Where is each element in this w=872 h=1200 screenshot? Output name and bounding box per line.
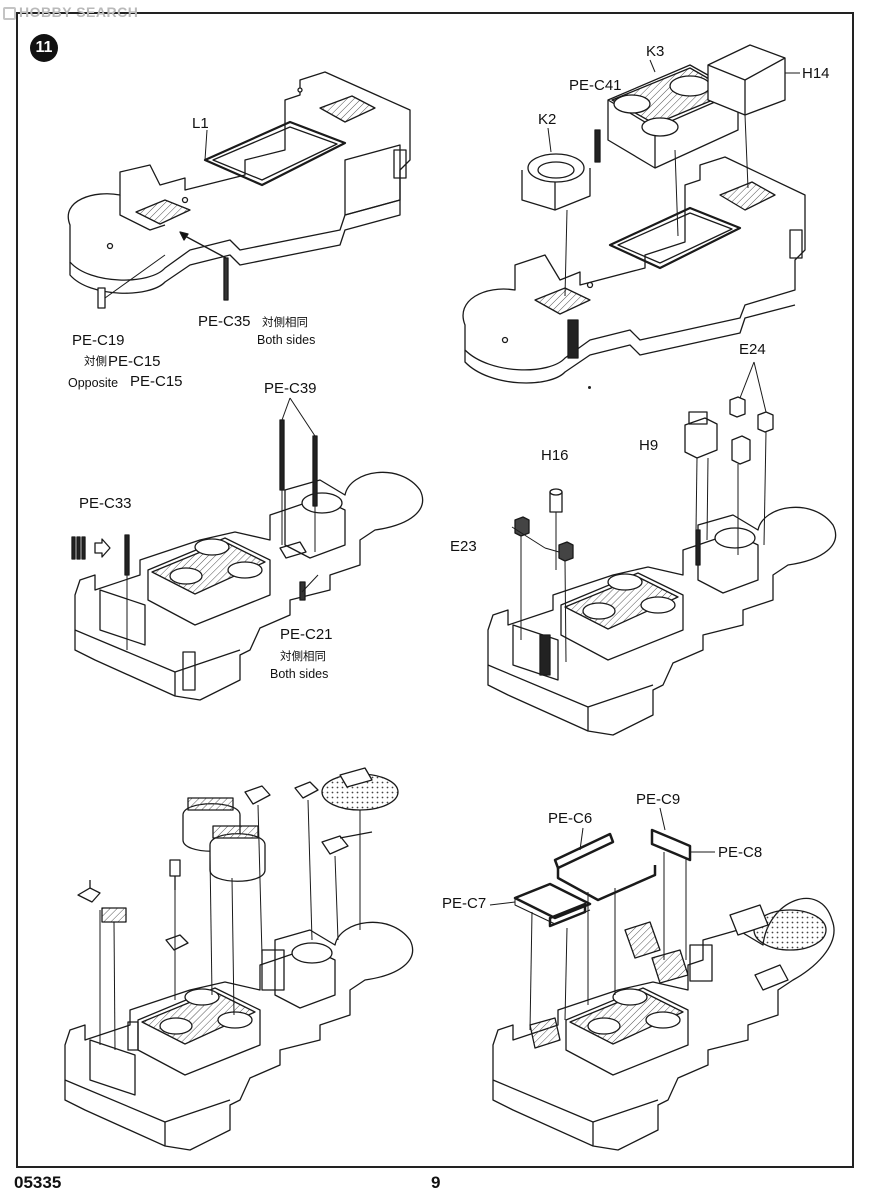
note-both-sides-jp-2: 対側相同 <box>280 651 326 663</box>
superstructure-k-parts-illustration <box>462 44 806 384</box>
label-pe-c35: PE-C35 <box>198 313 251 330</box>
deck-l1-illustration <box>67 71 411 309</box>
label-pe-c41: PE-C41 <box>569 77 622 94</box>
page-border <box>16 12 854 1168</box>
label-k3: K3 <box>646 43 665 60</box>
watermark-text: HOBBY SEARCH <box>19 4 139 20</box>
label-e24: E24 <box>739 341 766 358</box>
document-code: 05335 <box>14 1173 62 1192</box>
label-h9: H9 <box>639 437 659 454</box>
note-opposite-jp: 対側 <box>84 356 107 368</box>
label-pe-c33: PE-C33 <box>79 495 132 512</box>
superstructure-weapons-illustration <box>64 767 414 1151</box>
superstructure-pe-parts-illustration <box>71 397 424 701</box>
step-number-badge: 11 <box>30 34 58 62</box>
label-pe-c19: PE-C19 <box>72 332 125 349</box>
label-pe-c21: PE-C21 <box>280 626 333 643</box>
label-pe-c9: PE-C9 <box>636 791 681 808</box>
dot-mark <box>588 386 591 389</box>
label-pe-c15-a: PE-C15 <box>108 353 161 370</box>
watermark: HOBBY SEARCH <box>3 4 138 20</box>
note-both-sides-1: Both sides <box>257 333 316 347</box>
label-h14: H14 <box>802 65 830 82</box>
page-number: 9 <box>431 1173 441 1192</box>
label-pe-c39: PE-C39 <box>264 380 317 397</box>
label-k2: K2 <box>538 111 557 128</box>
label-pe-c15-b: PE-C15 <box>130 373 183 390</box>
label-e23: E23 <box>450 538 477 555</box>
note-both-sides-jp-1: 対側相同 <box>262 317 308 329</box>
label-pe-c8: PE-C8 <box>718 844 763 861</box>
note-opposite: Opposite <box>68 376 119 390</box>
label-pe-c7: PE-C7 <box>442 895 487 912</box>
logo-icon <box>3 7 16 20</box>
note-both-sides-2: Both sides <box>270 667 329 681</box>
superstructure-h-e-parts-illustration <box>487 361 837 736</box>
label-h16: H16 <box>541 447 569 464</box>
label-pe-c6: PE-C6 <box>548 810 593 827</box>
superstructure-railings-illustration <box>489 807 835 1151</box>
label-l1: L1 <box>192 115 209 132</box>
